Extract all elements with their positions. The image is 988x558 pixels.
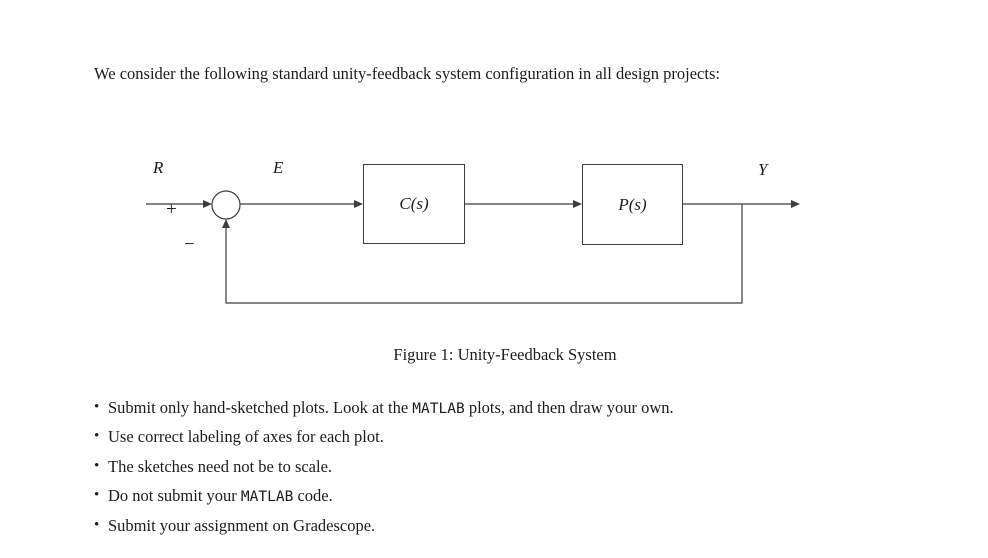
bullet-icon: •	[94, 516, 100, 533]
reference-arrowhead-icon	[203, 200, 212, 208]
list-item: • Do not submit your MATLAB code.	[94, 482, 674, 511]
list-item-text: Use correct labeling of axes for each pl…	[108, 423, 384, 452]
bullet-icon: •	[94, 457, 100, 474]
list-item-text-mono: MATLAB	[240, 489, 294, 506]
error-arrowhead-icon	[354, 200, 363, 208]
figure-caption: Figure 1: Unity-Feedback System	[393, 345, 617, 364]
list-item-text: Do not submit your MATLAB code.	[108, 482, 333, 511]
list-item-text: Submit only hand-sketched plots. Look at…	[108, 394, 674, 423]
signal-label-y: Y	[758, 160, 768, 179]
plant-block-label: P(s)	[618, 194, 647, 214]
list-item-text-pre: Use correct labeling of axes for each pl…	[108, 427, 384, 447]
list-item: • Submit your assignment on Gradescope.	[94, 512, 674, 541]
list-item-text: Submit your assignment on Gradescope.	[108, 512, 375, 541]
list-item-text-post: plots, and then draw your own.	[464, 398, 674, 417]
bullet-icon: •	[94, 487, 100, 504]
list-item-text-pre: Submit only hand-sketched plots. Look at…	[108, 398, 413, 417]
list-item-text-post: code.	[293, 486, 333, 506]
plus-sign-label: +	[166, 199, 177, 220]
list-item-text: The sketches need not be to scale.	[108, 453, 332, 482]
summing-junction-circle	[211, 190, 241, 220]
list-item-text-mono: MATLAB	[412, 401, 465, 417]
signal-label-e: E	[273, 158, 284, 177]
list-item-text-pre: Do not submit your	[108, 486, 241, 506]
list-item-text-pre: Submit your assignment on Gradescope.	[108, 515, 376, 535]
controller-block-label: C(s)	[399, 194, 429, 213]
feedback-path-line	[225, 204, 743, 304]
instructions-list: • Submit only hand-sketched plots. Look …	[94, 394, 674, 541]
plant-input-arrowhead-icon	[573, 200, 582, 208]
list-item-text-pre: The sketches need not be to scale.	[108, 456, 333, 476]
feedback-arrowhead-icon	[222, 219, 230, 228]
bullet-icon: •	[94, 399, 100, 415]
signal-label-r: R	[153, 158, 164, 177]
controller-block: C(s)	[363, 164, 465, 244]
list-item: • Use correct labeling of axes for each …	[94, 423, 674, 452]
list-item: • The sketches need not be to scale.	[94, 453, 674, 482]
list-item: • Submit only hand-sketched plots. Look …	[94, 394, 674, 423]
intro-paragraph: We consider the following standard unity…	[94, 64, 720, 83]
minus-sign-label: −	[184, 234, 195, 255]
bullet-icon: •	[94, 428, 100, 445]
output-arrowhead-icon	[791, 200, 800, 208]
plant-block: P(s)	[582, 164, 683, 245]
